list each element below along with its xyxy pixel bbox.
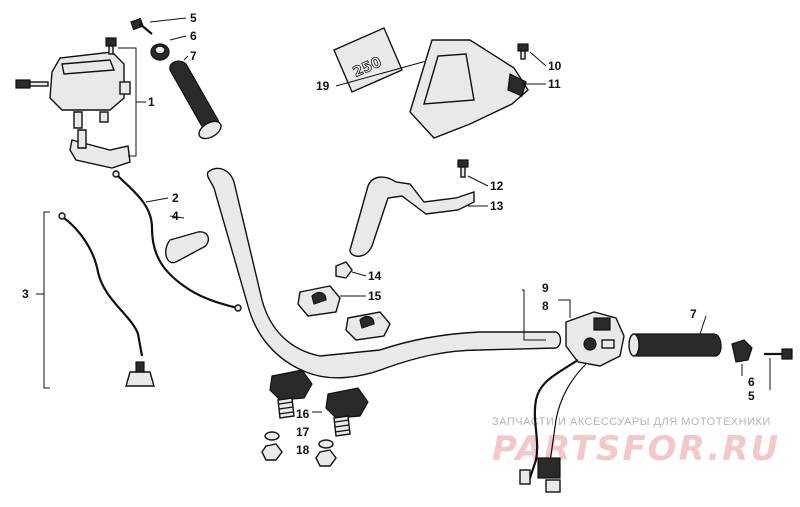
throttle-cable bbox=[112, 170, 242, 312]
upper-clamp-left bbox=[297, 285, 341, 317]
leader-10 bbox=[529, 51, 547, 67]
switch-wiring-harness bbox=[519, 359, 587, 493]
label-17: 17 bbox=[296, 425, 310, 439]
leader-6a bbox=[169, 35, 187, 41]
leader-9 bbox=[523, 290, 546, 341]
label-10: 10 bbox=[548, 59, 562, 73]
bracket-screw bbox=[457, 159, 469, 178]
label-19: 19 bbox=[316, 79, 330, 93]
decal: 250 bbox=[333, 27, 403, 93]
label-6b: 6 bbox=[748, 375, 755, 389]
housing-screw-left bbox=[15, 79, 49, 89]
leader-4 bbox=[169, 215, 185, 219]
handlebar bbox=[206, 167, 562, 379]
choke-cable bbox=[58, 212, 155, 387]
label-6a: 6 bbox=[190, 29, 197, 43]
leader-19 bbox=[335, 59, 431, 87]
bar-end-screw-left bbox=[130, 17, 153, 35]
label-12: 12 bbox=[490, 179, 504, 193]
label-4: 4 bbox=[172, 209, 179, 223]
leader-8b bbox=[558, 299, 571, 318]
cover-screw bbox=[517, 43, 529, 60]
leader-7a bbox=[183, 55, 189, 61]
label-5b: 5 bbox=[748, 389, 755, 403]
clamp-nuts bbox=[261, 443, 337, 467]
label-15: 15 bbox=[368, 289, 382, 303]
cable-clip bbox=[165, 231, 209, 264]
grip-left bbox=[169, 60, 222, 140]
bar-end-cap-right bbox=[731, 339, 753, 363]
throttle-housing bbox=[49, 51, 131, 169]
label-7b: 7 bbox=[690, 307, 697, 321]
upper-clamp-right bbox=[345, 311, 391, 341]
label-9: 9 bbox=[542, 281, 549, 295]
cover-bracket bbox=[349, 176, 475, 257]
leader-14 bbox=[351, 271, 367, 277]
label-8: 8 bbox=[542, 299, 549, 313]
washers bbox=[264, 431, 334, 449]
label-3: 3 bbox=[22, 287, 29, 301]
label-1: 1 bbox=[148, 95, 155, 109]
housing-screw-top bbox=[105, 37, 117, 55]
label-14: 14 bbox=[368, 269, 382, 283]
leader-5a bbox=[149, 17, 187, 23]
watermark-tagline: ЗАПЧАСТИ И АКСЕССУАРЫ ДЛЯ МОТОТЕХНИКИ bbox=[492, 416, 771, 428]
bracket-3 bbox=[43, 211, 50, 389]
switch-housing bbox=[565, 311, 625, 367]
bar-end-cap-left bbox=[150, 43, 170, 61]
label-7a: 7 bbox=[190, 49, 197, 63]
label-2: 2 bbox=[172, 191, 179, 205]
label-13: 13 bbox=[490, 199, 504, 213]
label-11: 11 bbox=[548, 77, 561, 91]
leader-7b bbox=[699, 315, 707, 335]
bar-end-screw-right bbox=[764, 348, 793, 360]
leader-12 bbox=[467, 175, 489, 187]
bracket-nut bbox=[335, 261, 353, 279]
label-5a: 5 bbox=[190, 11, 197, 25]
lower-clamp-left bbox=[269, 369, 313, 419]
label-18: 18 bbox=[296, 443, 310, 457]
grip-right bbox=[628, 333, 722, 357]
handlebar-cover bbox=[409, 39, 529, 139]
leader-2 bbox=[145, 197, 169, 203]
lower-clamp-right bbox=[325, 387, 369, 437]
label-16: 16 bbox=[296, 407, 310, 421]
